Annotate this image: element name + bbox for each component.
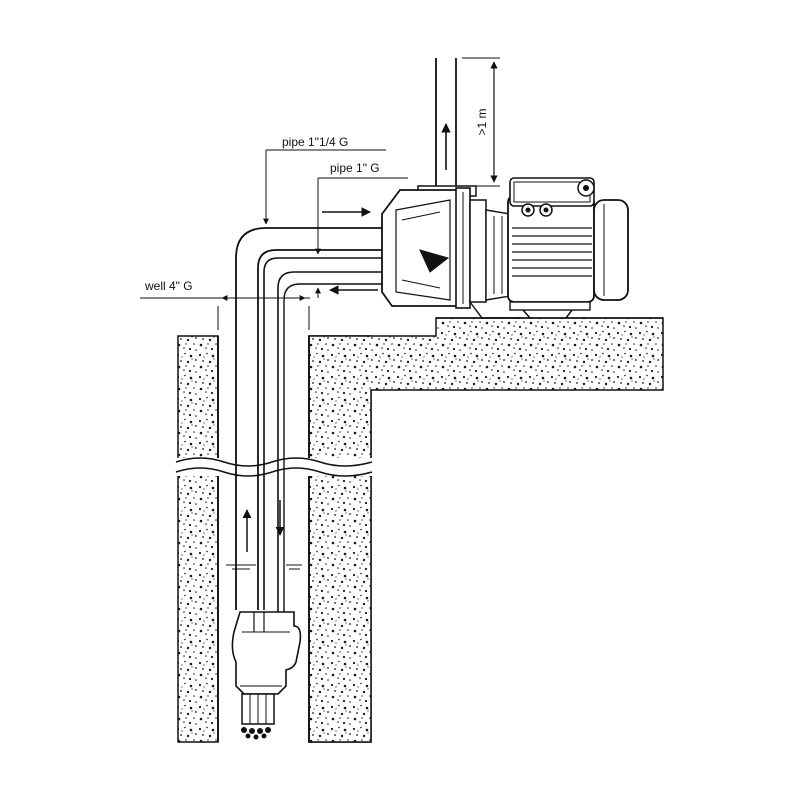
depth-break [175,457,373,477]
strainer [241,727,271,740]
pipe-small-callout: pipe 1" G [315,161,408,298]
height-dimension: >1 m [462,57,500,187]
discharge-pipe [435,58,457,186]
pipe-large-callout: pipe 1"1/4 G [263,135,386,225]
well-casing [217,336,310,742]
flow-arrows-pump [322,207,378,295]
ejector [231,611,302,740]
water-level-marks [226,564,302,570]
pipe-small-label: pipe 1" G [330,161,380,175]
height-label: >1 m [475,108,489,135]
soil [177,317,664,743]
motor [469,177,629,319]
drive-pipe [263,257,388,612]
pipe-large-label: pipe 1"1/4 G [282,135,348,149]
suction-pipe [235,227,388,610]
flow-arrows-well [242,500,285,552]
pump-body [381,185,511,309]
well-label: well 4" G [144,279,193,293]
well-dimension: well 4" G [140,279,310,330]
